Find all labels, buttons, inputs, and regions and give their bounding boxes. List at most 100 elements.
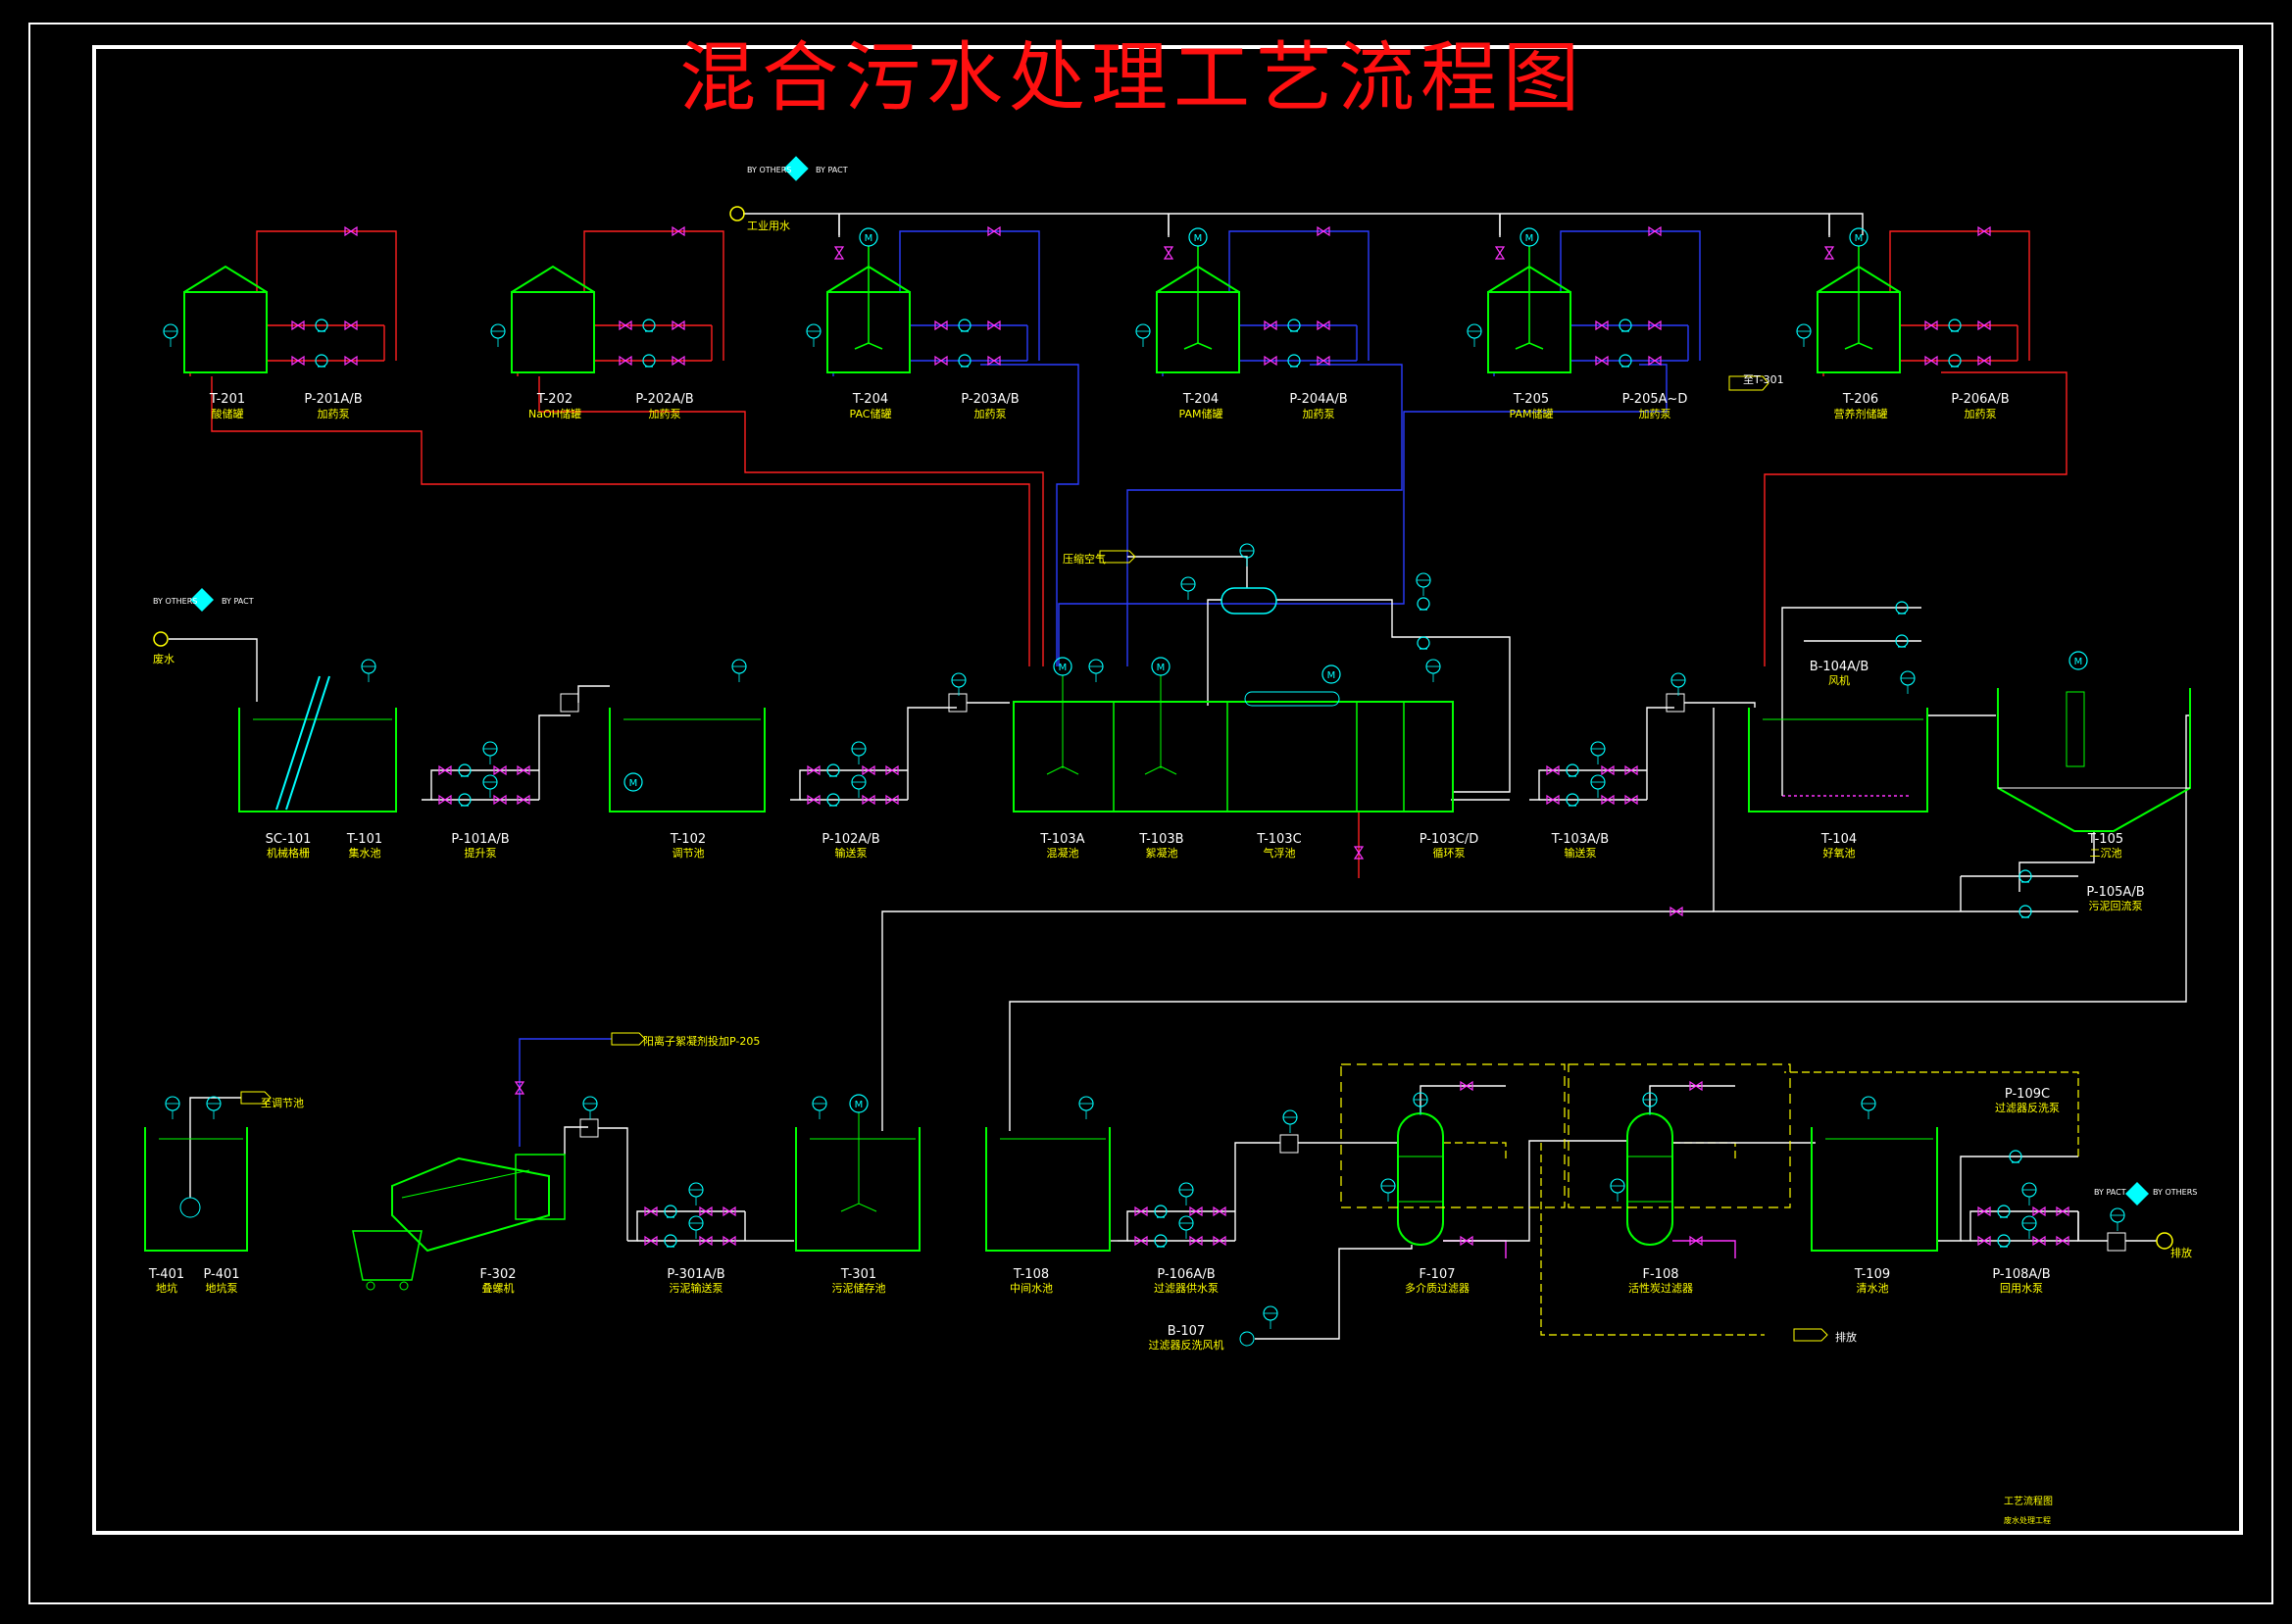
recirc-line-t204a xyxy=(899,230,1040,361)
valve-body xyxy=(514,1081,525,1095)
pam-valve-icon xyxy=(514,1081,525,1095)
label-by-pact-mid: BY PACT xyxy=(222,597,254,606)
vent-f107 xyxy=(1420,1085,1506,1113)
cart-wheel-1 xyxy=(366,1281,375,1291)
dose-pump-b-t204b-icon xyxy=(1287,354,1301,368)
label-to-regulating-pond: 至调节池 xyxy=(261,1097,304,1109)
p106-pressure-gauge-b-icon xyxy=(1178,1215,1194,1239)
recirc-valve-t205-icon xyxy=(1648,225,1662,237)
p102-valve-a2-icon xyxy=(862,764,875,776)
tag-p206: P-206A/B xyxy=(1951,392,2009,407)
name-f108: 活性炭过滤器 xyxy=(1628,1281,1693,1295)
pac-feed-line xyxy=(980,364,1079,666)
valve-body xyxy=(987,225,1001,237)
name-t103c: 气浮池 xyxy=(1264,846,1296,860)
off-page-connector-t301 xyxy=(1728,375,1769,391)
valve-body xyxy=(1977,355,1991,367)
valve-body xyxy=(1601,764,1615,776)
level-gauge-t401-icon xyxy=(165,1096,180,1119)
p101-pump-b-icon xyxy=(458,793,472,807)
name-f107: 多介质过滤器 xyxy=(1405,1281,1470,1295)
flow-meter-5-icon xyxy=(2107,1232,2126,1252)
name-t103a: 混凝池 xyxy=(1047,846,1079,860)
p102-pump-b-icon xyxy=(826,793,840,807)
pump-casing xyxy=(1417,636,1430,650)
p106-valve-a3-icon xyxy=(1213,1206,1226,1217)
valve-body xyxy=(1624,764,1638,776)
p106-valve-b2-icon xyxy=(1189,1235,1203,1247)
tag-b107: B-107 xyxy=(1168,1324,1205,1339)
name-p103c: 循环泵 xyxy=(1433,847,1466,860)
center-well xyxy=(2066,691,2085,767)
tag-p201: P-201A/B xyxy=(304,392,362,407)
dissolved-air-vessel xyxy=(1221,587,1277,615)
valve-body xyxy=(1689,1080,1703,1092)
tag-t109: T-109 xyxy=(1854,1267,1890,1282)
tag-p202: P-202A/B xyxy=(635,392,693,407)
dose-pump-b-t202-icon xyxy=(642,354,656,368)
p102-valve-b2-icon xyxy=(862,794,875,806)
p108-pipe-a xyxy=(1961,1210,2078,1242)
air-header xyxy=(1781,607,1921,796)
motor-circle xyxy=(623,772,643,792)
pump-casing xyxy=(1417,597,1430,611)
p301-pressure-gauge-b-icon xyxy=(688,1215,704,1239)
tag-sc101: SC-101 xyxy=(266,832,312,847)
valve-body xyxy=(2056,1206,2069,1217)
p301-valve-a3-icon xyxy=(722,1206,736,1217)
recirc-line-t205 xyxy=(1560,230,1701,361)
tag-t202: T-202 xyxy=(536,392,573,407)
p108-valve-a2-icon xyxy=(2032,1206,2046,1217)
valve-body xyxy=(619,355,632,367)
agitator-motor-t204a-icon: M xyxy=(859,227,878,247)
agitator-motor-t205-icon: M xyxy=(1520,227,1539,247)
valve-body xyxy=(1189,1206,1203,1217)
dose-valve-a1-t204b-icon xyxy=(1264,320,1277,331)
clarifier-t105 xyxy=(1997,688,2191,832)
level-gauge-t201-icon xyxy=(163,323,178,347)
recirc-valve-t206-icon xyxy=(1977,225,1991,237)
p103a-valve-a3-icon xyxy=(1624,764,1638,776)
compressed-air-connector xyxy=(1099,550,1136,564)
valve-body xyxy=(1595,355,1609,367)
to-regulating-connector xyxy=(240,1091,272,1105)
tag-f107: F-107 xyxy=(1420,1267,1456,1282)
tag-t108: T-108 xyxy=(1013,1267,1049,1282)
name-p102: 输送泵 xyxy=(835,846,868,860)
motor-circle xyxy=(859,227,878,247)
dose-pump-a-t206-icon xyxy=(1948,319,1962,332)
valve-body xyxy=(699,1206,713,1217)
tag-p103c: P-103C/D xyxy=(1420,832,1479,847)
tag-p101: P-101A/B xyxy=(451,832,509,847)
valve-body xyxy=(699,1235,713,1247)
p108-pressure-gauge-b-icon xyxy=(2021,1215,2037,1239)
tag-t103c: T-103C xyxy=(1256,832,1301,847)
valve-body xyxy=(619,320,632,331)
t104-tank xyxy=(1748,708,1928,812)
dose-valve-b1-t206-icon xyxy=(1924,355,1938,367)
backwash-out-f108 xyxy=(1672,1142,1736,1160)
equipment-layer xyxy=(144,156,2191,1347)
valve-body xyxy=(344,225,358,237)
name-t206: 营养剂储罐 xyxy=(1834,407,1888,420)
p101-valve-b2-icon xyxy=(493,794,507,806)
motor-letter: M xyxy=(1194,233,1203,244)
tag-t101: T-101 xyxy=(346,832,382,847)
name-t205: PAM储罐 xyxy=(1510,407,1554,420)
p108-pump-a-icon xyxy=(1997,1205,2011,1218)
p103a-pressure-gauge-a-icon xyxy=(1590,741,1606,764)
p106-pump-a-icon xyxy=(1154,1205,1168,1218)
tank-roof-t201 xyxy=(183,265,268,293)
tag-t102: T-102 xyxy=(670,832,706,847)
pit-pump-icon xyxy=(179,1197,201,1218)
label-by-others-top: BY OTHERS xyxy=(747,166,791,174)
p109-suction xyxy=(1937,1156,2078,1242)
flow-indicator-3-icon xyxy=(1670,672,1686,696)
filter-vessel-f108 xyxy=(1626,1112,1673,1246)
valve-body xyxy=(2032,1235,2046,1247)
valve-body xyxy=(1460,1080,1473,1092)
p103a-discharge xyxy=(1646,707,1674,770)
name-p205: 加药泵 xyxy=(1639,408,1671,420)
inlet-gauge-f107-icon xyxy=(1380,1178,1396,1202)
